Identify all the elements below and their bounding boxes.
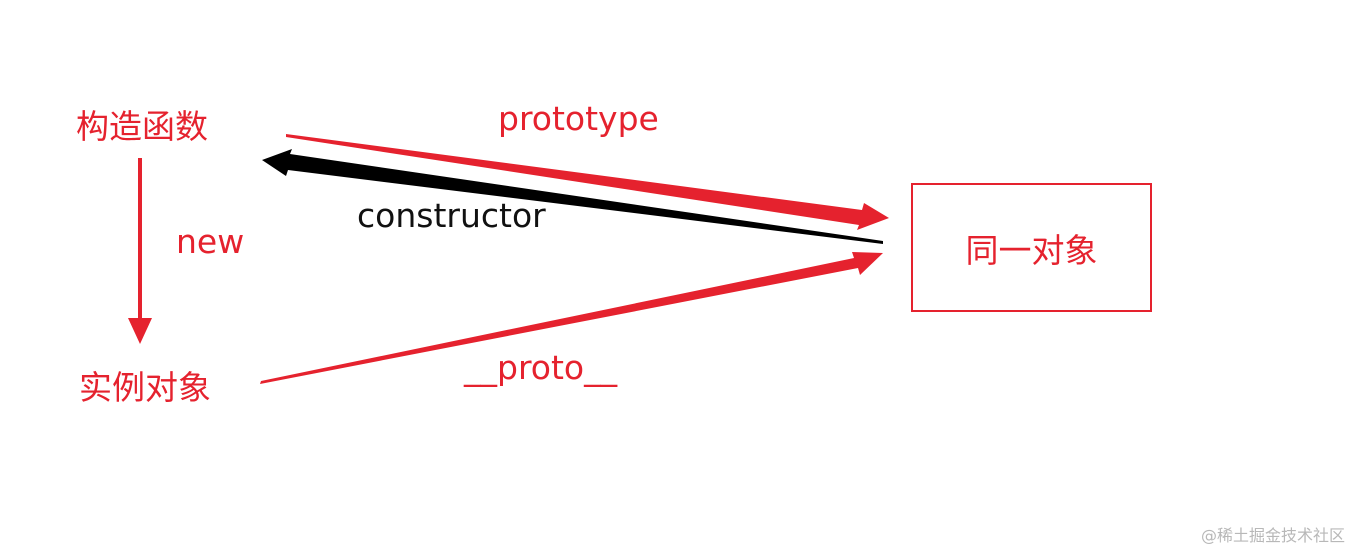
new-arrow (128, 158, 152, 344)
constructor-edge-label: constructor (357, 196, 546, 235)
instance-object-label: 实例对象 (79, 368, 211, 407)
shared-object-box: 同一对象 (911, 183, 1152, 312)
prototype-edge-label: prototype (498, 99, 659, 138)
proto-arrow (260, 252, 883, 384)
constructor-function-label: 构造函数 (76, 107, 208, 146)
prototype-arrow (286, 134, 889, 230)
proto-edge-label: __proto__ (464, 348, 618, 387)
new-edge-label: new (176, 222, 245, 261)
shared-object-label: 同一对象 (965, 230, 1098, 270)
watermark-text: @稀土掘金技术社区 (1200, 526, 1345, 545)
constructor-arrow (262, 149, 883, 244)
